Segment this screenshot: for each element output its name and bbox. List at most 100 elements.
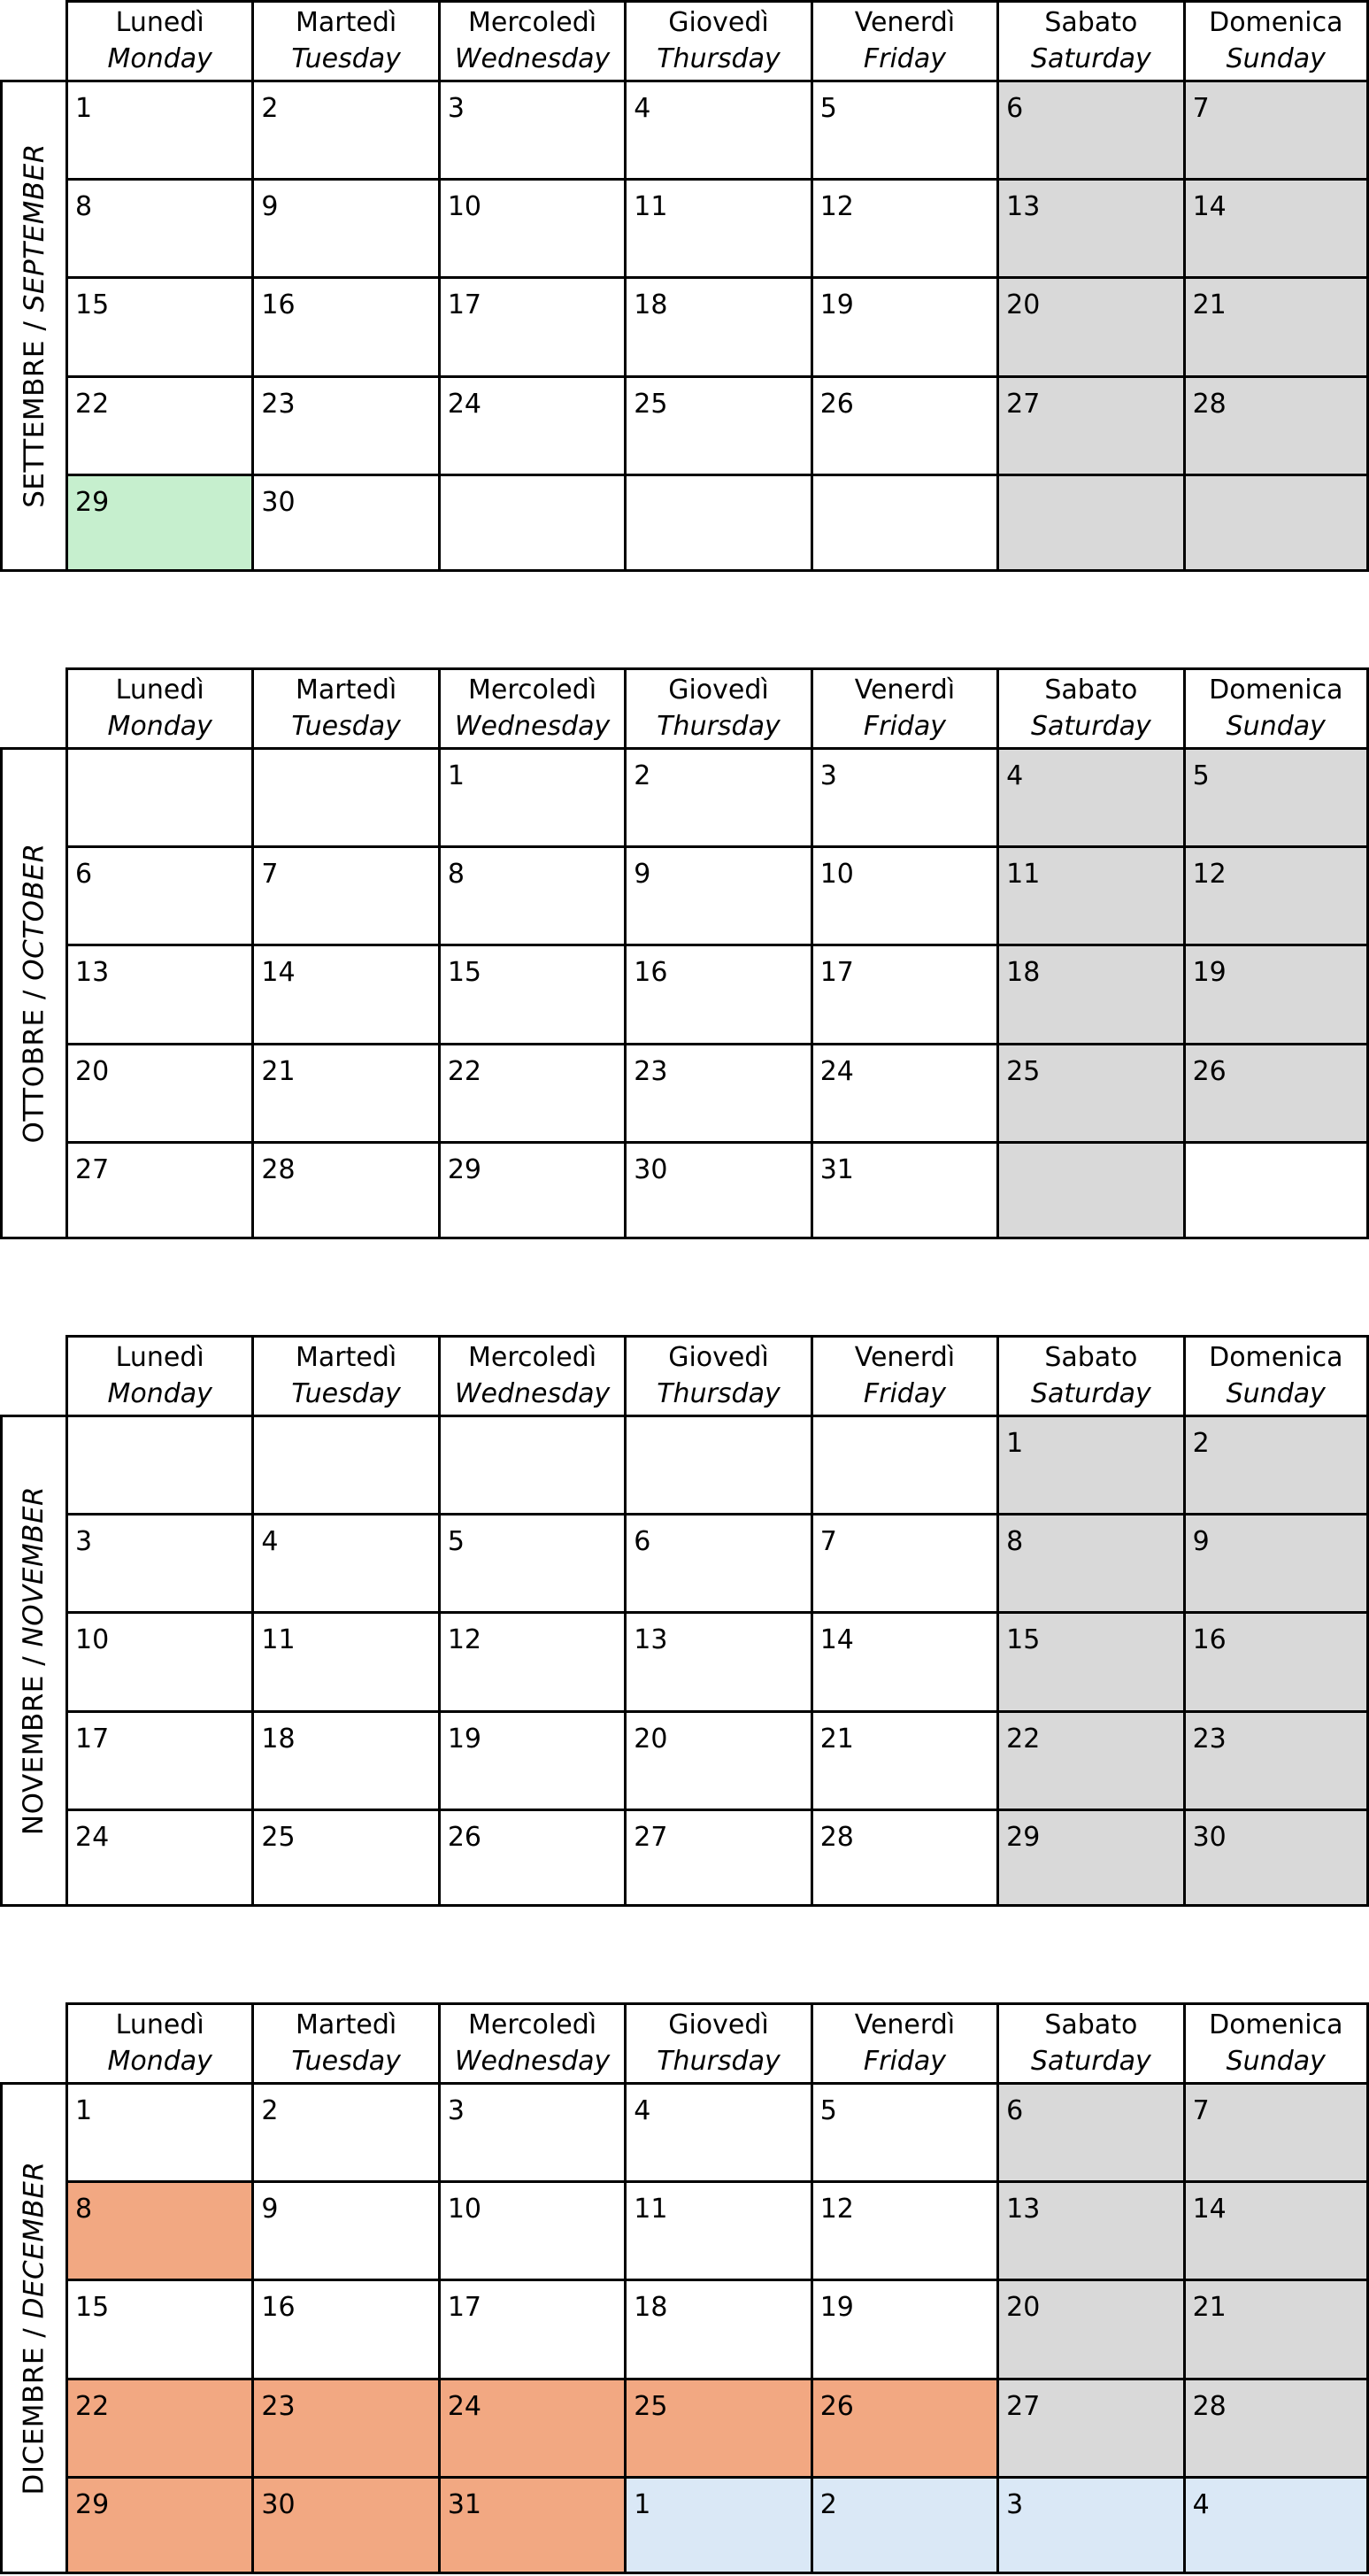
day-cell[interactable]: 6 [996, 80, 1183, 179]
day-cell[interactable]: 27 [624, 1808, 811, 1907]
day-cell[interactable]: 11 [624, 2180, 811, 2279]
day-cell[interactable]: 23 [1182, 1709, 1369, 1809]
day-cell[interactable]: 3 [437, 2082, 625, 2181]
day-cell[interactable]: 2 [1182, 1415, 1369, 1514]
day-cell[interactable] [437, 473, 625, 572]
day-cell[interactable]: 12 [1182, 845, 1369, 945]
day-cell[interactable]: 28 [1182, 2377, 1369, 2476]
day-cell[interactable] [251, 747, 438, 846]
day-cell[interactable]: 2 [624, 747, 811, 846]
day-cell[interactable]: 1 [996, 1415, 1183, 1514]
day-cell[interactable]: 28 [810, 1808, 997, 1907]
day-cell[interactable]: 10 [437, 2180, 625, 2279]
day-cell[interactable]: 2 [251, 2082, 438, 2181]
day-cell[interactable]: 25 [251, 1808, 438, 1907]
day-cell[interactable] [1182, 473, 1369, 572]
day-cell[interactable]: 1 [624, 2475, 811, 2574]
day-cell[interactable]: 30 [251, 2475, 438, 2574]
day-cell[interactable] [1182, 1140, 1369, 1239]
day-cell[interactable]: 23 [251, 374, 438, 474]
day-cell[interactable]: 6 [65, 845, 252, 945]
day-cell[interactable]: 29 [65, 473, 252, 572]
day-cell[interactable]: 21 [810, 1709, 997, 1809]
day-cell[interactable]: 6 [624, 1513, 811, 1612]
day-cell[interactable]: 17 [437, 2279, 625, 2378]
day-cell[interactable]: 24 [437, 374, 625, 474]
day-cell[interactable]: 15 [996, 1611, 1183, 1710]
day-cell[interactable]: 14 [251, 944, 438, 1043]
day-cell[interactable]: 10 [65, 1611, 252, 1710]
day-cell[interactable]: 9 [251, 178, 438, 277]
day-cell[interactable]: 22 [65, 2377, 252, 2476]
day-cell[interactable]: 16 [1182, 1611, 1369, 1710]
day-cell[interactable]: 9 [1182, 1513, 1369, 1612]
day-cell[interactable]: 10 [437, 178, 625, 277]
day-cell[interactable]: 8 [65, 178, 252, 277]
day-cell[interactable]: 7 [1182, 80, 1369, 179]
day-cell[interactable]: 20 [624, 1709, 811, 1809]
day-cell[interactable]: 9 [251, 2180, 438, 2279]
day-cell[interactable]: 19 [437, 1709, 625, 1809]
day-cell[interactable]: 16 [251, 276, 438, 375]
day-cell[interactable]: 17 [810, 944, 997, 1043]
day-cell[interactable]: 12 [810, 178, 997, 277]
day-cell[interactable] [810, 1415, 997, 1514]
day-cell[interactable]: 17 [437, 276, 625, 375]
day-cell[interactable]: 13 [996, 178, 1183, 277]
day-cell[interactable] [65, 747, 252, 846]
day-cell[interactable]: 31 [810, 1140, 997, 1239]
day-cell[interactable]: 15 [437, 944, 625, 1043]
day-cell[interactable]: 5 [437, 1513, 625, 1612]
day-cell[interactable]: 5 [810, 2082, 997, 2181]
day-cell[interactable]: 22 [437, 1042, 625, 1141]
day-cell[interactable]: 1 [65, 2082, 252, 2181]
day-cell[interactable]: 12 [810, 2180, 997, 2279]
day-cell[interactable]: 10 [810, 845, 997, 945]
day-cell[interactable]: 27 [65, 1140, 252, 1239]
day-cell[interactable]: 19 [810, 276, 997, 375]
day-cell[interactable] [996, 1140, 1183, 1239]
day-cell[interactable]: 3 [437, 80, 625, 179]
day-cell[interactable]: 30 [1182, 1808, 1369, 1907]
day-cell[interactable]: 3 [810, 747, 997, 846]
day-cell[interactable]: 5 [1182, 747, 1369, 846]
day-cell[interactable]: 8 [437, 845, 625, 945]
day-cell[interactable]: 3 [65, 1513, 252, 1612]
day-cell[interactable]: 18 [624, 2279, 811, 2378]
day-cell[interactable]: 30 [624, 1140, 811, 1239]
day-cell[interactable]: 24 [437, 2377, 625, 2476]
day-cell[interactable]: 26 [1182, 1042, 1369, 1141]
day-cell[interactable]: 31 [437, 2475, 625, 2574]
day-cell[interactable]: 8 [996, 1513, 1183, 1612]
day-cell[interactable]: 26 [810, 374, 997, 474]
day-cell[interactable]: 4 [624, 80, 811, 179]
day-cell[interactable]: 2 [251, 80, 438, 179]
day-cell[interactable]: 20 [996, 276, 1183, 375]
day-cell[interactable]: 29 [996, 1808, 1183, 1907]
day-cell[interactable]: 13 [996, 2180, 1183, 2279]
day-cell[interactable]: 20 [65, 1042, 252, 1141]
day-cell[interactable]: 4 [251, 1513, 438, 1612]
day-cell[interactable]: 28 [251, 1140, 438, 1239]
day-cell[interactable]: 18 [996, 944, 1183, 1043]
day-cell[interactable]: 21 [251, 1042, 438, 1141]
day-cell[interactable]: 14 [1182, 178, 1369, 277]
day-cell[interactable]: 24 [810, 1042, 997, 1141]
day-cell[interactable]: 15 [65, 2279, 252, 2378]
day-cell[interactable]: 25 [624, 374, 811, 474]
day-cell[interactable]: 13 [65, 944, 252, 1043]
day-cell[interactable]: 7 [251, 845, 438, 945]
day-cell[interactable]: 4 [996, 747, 1183, 846]
day-cell[interactable]: 15 [65, 276, 252, 375]
day-cell[interactable] [624, 1415, 811, 1514]
day-cell[interactable]: 27 [996, 2377, 1183, 2476]
day-cell[interactable]: 12 [437, 1611, 625, 1710]
day-cell[interactable]: 29 [65, 2475, 252, 2574]
day-cell[interactable]: 11 [624, 178, 811, 277]
day-cell[interactable]: 19 [810, 2279, 997, 2378]
day-cell[interactable]: 3 [996, 2475, 1183, 2574]
day-cell[interactable]: 16 [624, 944, 811, 1043]
day-cell[interactable]: 21 [1182, 276, 1369, 375]
day-cell[interactable]: 30 [251, 473, 438, 572]
day-cell[interactable]: 13 [624, 1611, 811, 1710]
